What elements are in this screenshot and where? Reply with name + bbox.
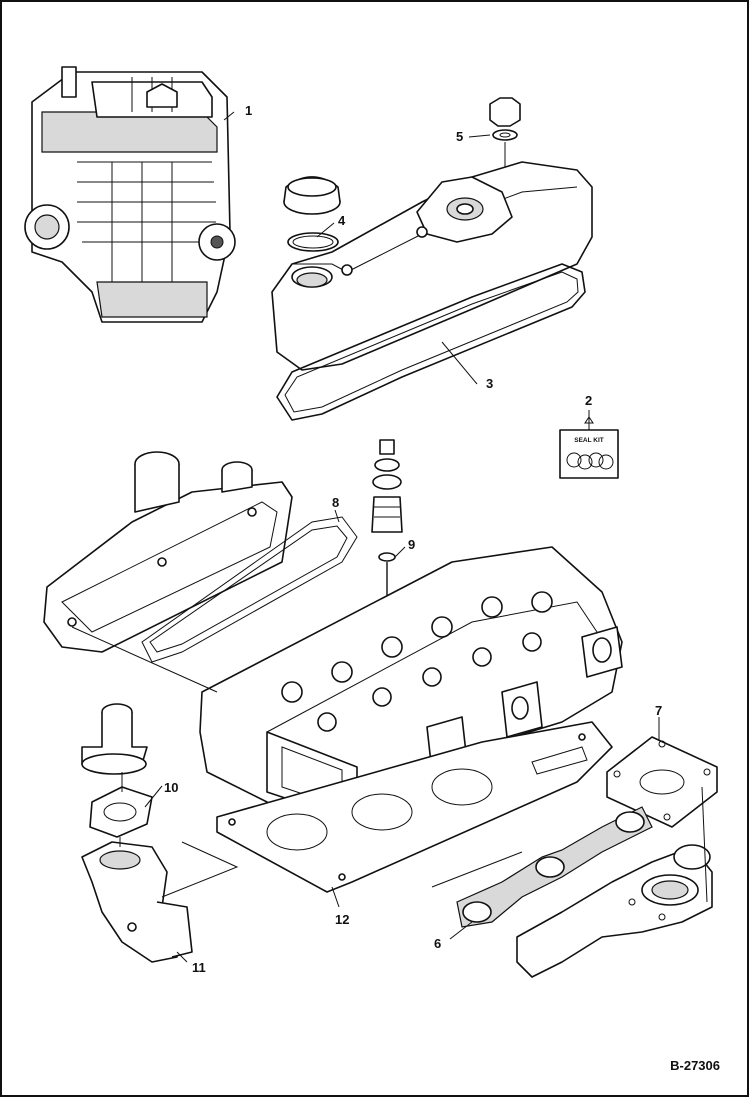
drawing-number: B-27306 [670, 1058, 720, 1073]
exhaust-manifold [516, 844, 713, 978]
callout-11: 11 [192, 960, 206, 975]
seal-kit-label: SEAL KIT [574, 437, 604, 444]
thermostat-housing [81, 841, 193, 963]
filler-cap-o-ring [287, 232, 339, 252]
engine-assembly [24, 66, 236, 323]
callout-2: 2 [585, 393, 592, 408]
head-gasket [216, 721, 613, 893]
valve-assembly [371, 439, 403, 662]
callout-7: 7 [655, 703, 662, 718]
valve-cover [271, 161, 593, 371]
thermostat-gasket [89, 786, 153, 838]
callout-3: 3 [486, 376, 493, 391]
cover-bolt [489, 97, 521, 141]
callout-8: 8 [332, 495, 339, 510]
callout-9: 9 [408, 537, 415, 552]
exhaust-flange-gasket [606, 736, 718, 828]
exhaust-manifold-gasket [456, 806, 653, 928]
callout-1: 1 [245, 103, 252, 118]
valve-cover-gasket [276, 263, 586, 421]
callout-5: 5 [456, 129, 463, 144]
seal-kit: SEAL KIT [559, 416, 619, 479]
thermostat-cover [81, 703, 148, 775]
housing-gasket [141, 516, 358, 663]
oil-filler-cap [283, 176, 341, 215]
callout-10: 10 [164, 780, 178, 795]
leader-lines [71, 111, 708, 963]
callout-12: 12 [335, 912, 349, 927]
callout-4: 4 [338, 213, 346, 228]
callout-6: 6 [434, 936, 441, 951]
rocker-cover-housing [43, 451, 293, 653]
